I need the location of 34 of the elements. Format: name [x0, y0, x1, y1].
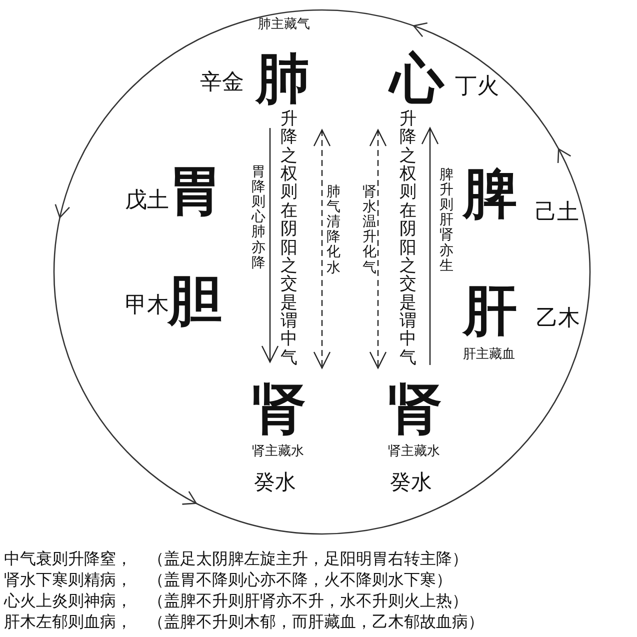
note-text: 肾水下寒则精病，	[4, 571, 132, 590]
stem-label: 癸水	[390, 470, 432, 494]
note-text: （盖足太阴脾左旋主升，足阳明胃右转主降）	[148, 550, 468, 568]
note-text: （盖脾不升则肝肾亦不升，水不升则火上热）	[148, 592, 468, 610]
organ-character: 肺	[256, 48, 310, 110]
vertical-note: 升降之权则在阴阳之交是谓中气	[280, 110, 298, 368]
stem-label: 戊土	[125, 188, 169, 214]
organ-caption: 肾主藏水	[252, 445, 304, 460]
organ-character: 肾	[388, 378, 442, 440]
stem-label: 甲木	[125, 293, 169, 318]
note-text: 心火上炎则神病，	[4, 592, 132, 610]
vertical-note: 肾水温升化气	[362, 185, 377, 276]
organ-caption: 肾主藏水	[388, 445, 440, 460]
organ-character: 心	[390, 48, 444, 110]
note-text: （盖胃不降则心亦不降，火不降则水下寒）	[148, 571, 452, 590]
organ-character: 肾	[252, 378, 306, 440]
note-text: 中气衰则升降窒，	[4, 550, 132, 568]
organ-character: 胆	[168, 270, 222, 332]
organ-caption: 肺主藏气	[258, 18, 310, 33]
stem-label: 己土	[535, 200, 579, 226]
note-text: 肝木左郁则血病，	[4, 613, 132, 632]
stem-label: 乙木	[536, 306, 580, 332]
stem-label: 丁火	[455, 74, 499, 100]
stem-label: 辛金	[200, 70, 244, 96]
vertical-note: 脾升则肝肾亦生	[439, 168, 454, 274]
vertical-note: 肺气清降化水	[326, 185, 341, 276]
organ-character: 肝	[463, 280, 517, 342]
note-text: （盖脾不升则木郁，而肝藏血，乙木郁故血病）	[148, 613, 484, 632]
organ-character: 脾	[463, 163, 517, 226]
vertical-note: 胃降则心肺亦降	[251, 165, 266, 271]
vertical-note: 升降之权则在阴阳之交是谓中气	[399, 110, 417, 368]
stem-label: 癸水	[254, 470, 296, 494]
organ-character: 胃	[168, 160, 222, 222]
organ-caption: 肝主藏血	[463, 348, 515, 363]
